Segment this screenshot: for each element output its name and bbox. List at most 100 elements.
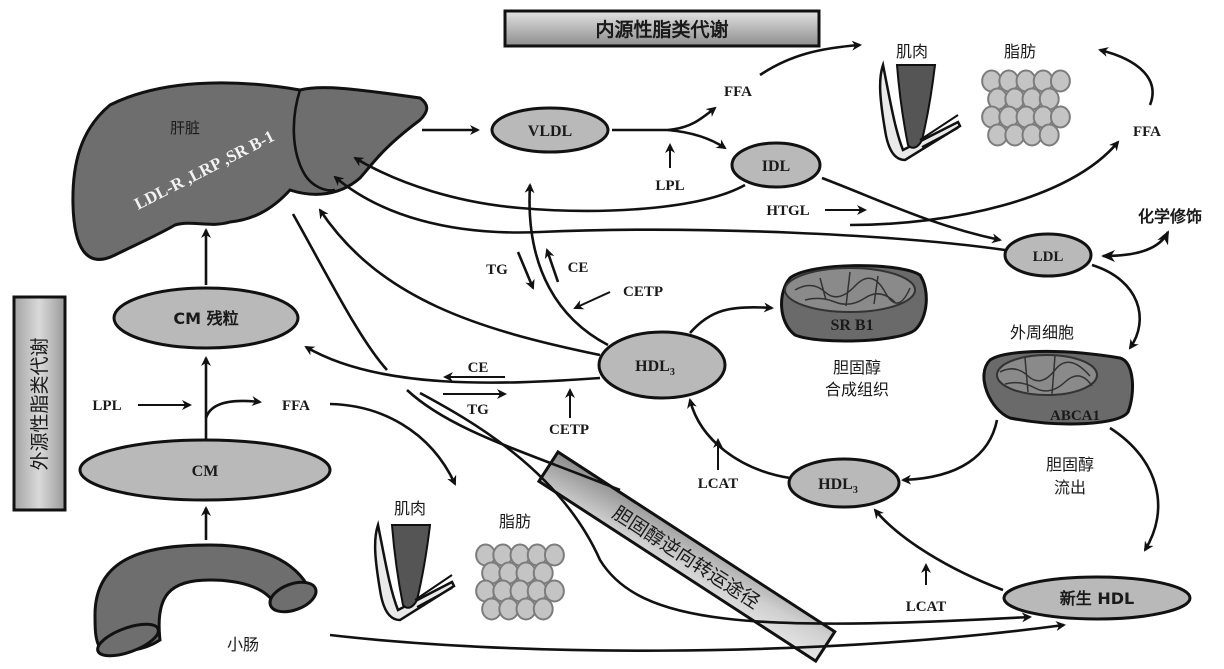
efflux-line1: 胆固醇 [1046, 455, 1094, 474]
cetp-bottom-label: CETP [549, 422, 589, 438]
arrow-idl-to-ldl [821, 176, 1002, 244]
pathway-arrows [138, 40, 1170, 652]
arrow-hdl3-lower-to-center [687, 398, 791, 480]
chemical-modification-label: 化学修饰 [1138, 207, 1202, 226]
fat-illustration-top: 脂肪 [981, 42, 1071, 147]
lcat-mid-label: LCAT [698, 476, 739, 492]
arrow-to-ffa-right [849, 140, 1120, 227]
liver-shape [71, 81, 429, 261]
muscle-illustration-bottom: 肌肉 [373, 499, 456, 622]
ldl-node: LDL [1003, 232, 1093, 278]
arrow-ffa-to-muscle-bottom [329, 402, 457, 486]
cetp-top-label: CETP [623, 284, 663, 300]
arrow-ce-up [544, 248, 560, 283]
small-intestine: 小肠 [93, 543, 318, 658]
liver: 肝脏 LDL-R ,LRP ,SR B-1 [71, 81, 429, 261]
small-intestine-label: 小肠 [227, 635, 259, 654]
fat-cell [1049, 105, 1071, 129]
ffa-right-label: FFA [1133, 124, 1161, 140]
vldl-node: VLDL [490, 106, 610, 154]
line-liver-down-1b [406, 389, 621, 492]
ce-horizontal-label: CE [468, 360, 489, 376]
cm-node: CM [78, 438, 332, 502]
sr-b1-caption-line1: 胆固醇 [833, 358, 881, 377]
hdl3-center-node: HDL3 [597, 330, 727, 400]
nascent-hdl-label: 新生 HDL [1060, 589, 1134, 608]
htgl-label: HTGL [766, 203, 809, 219]
endogenous-banner: 内源性脂类代谢 [503, 9, 821, 48]
fat-cell [481, 597, 503, 621]
liver-name: 肝脏 [170, 119, 200, 137]
tg-vertical-label: TG [486, 262, 508, 278]
idl-label: IDL [762, 158, 790, 175]
fat-cell [498, 597, 520, 621]
arrow-nascent-to-hdl3 [873, 508, 1004, 592]
vldl-label: VLDL [528, 123, 572, 140]
exogenous-banner: 外源性脂类代谢 [12, 295, 67, 512]
fat-cell [543, 579, 565, 603]
cm-remnant-label: CM 残粒 [173, 309, 238, 328]
hdl3-lower-node: HDL3 [787, 457, 901, 509]
efflux-line2: 流出 [1054, 478, 1086, 497]
ffa-left-label: FFA [282, 398, 310, 414]
arrow-hdl3-to-vldl [524, 183, 609, 347]
fat-cell [543, 543, 565, 567]
fat-cell [1049, 69, 1071, 93]
arrow-cm-to-ffa [204, 396, 262, 419]
line-liver-down-1 [291, 213, 388, 371]
arrow-cetp-top [573, 291, 611, 310]
muscle-top-label: 肌肉 [896, 42, 928, 61]
arrow-to-idl [667, 128, 727, 150]
fat-cell [515, 597, 537, 621]
fat-cell [532, 597, 554, 621]
muscle-bottom-label: 肌肉 [394, 499, 426, 518]
sr-b1-label: SR B1 [830, 317, 873, 334]
cm-remnant-node: CM 残粒 [112, 286, 300, 350]
arrow-efflux-to-nascent-hdl [1109, 426, 1160, 552]
nascent-hdl-node: 新生 HDL [1002, 575, 1192, 621]
endogenous-title: 内源性脂类代谢 [595, 18, 728, 41]
muscle-illustration-top: 肌肉 [878, 42, 962, 162]
abca1-cell: 外周细胞 ABCA1 胆固醇 流出 [982, 323, 1134, 497]
fat-cell [1038, 123, 1060, 147]
ffa-top-label: FFA [724, 84, 752, 100]
abca1-label: ABCA1 [1050, 408, 1100, 424]
sr-b1-caption-line2: 合成组织 [825, 380, 889, 399]
fat-cell [1004, 123, 1026, 147]
arrow-idl-to-liver [353, 156, 746, 213]
lcat-right-label: LCAT [906, 599, 947, 615]
fat-cell [1021, 123, 1043, 147]
idl-node: IDL [730, 141, 822, 189]
reverse-transport-title: 胆固醇逆向转运途径 [608, 502, 763, 614]
arrow-tg-down [516, 251, 535, 290]
cm-label: CM [192, 463, 219, 480]
arrow-to-ffa-top [667, 106, 717, 132]
arrow-ffa-to-fat-top [1098, 47, 1154, 106]
exogenous-title: 外源性脂类代谢 [29, 337, 51, 470]
sr-b1-cell: SR B1 胆固醇 合成组织 [780, 264, 928, 399]
fat-cell [987, 123, 1009, 147]
arrow-hdl3-to-srb1 [689, 302, 774, 334]
arrow-to-nascent-hdl-1 [419, 391, 1032, 625]
arrow-ldl-to-liver [333, 175, 1006, 252]
arrow-ffa-to-muscle-top [759, 40, 862, 77]
hdl3-lower-label: HDL3 [818, 476, 858, 496]
arrow-hdl3-to-liver [318, 208, 601, 357]
arrow-peripheral-to-hdl3 [901, 419, 999, 485]
lpl-left-label: LPL [92, 398, 121, 414]
fat-bottom-label: 脂肪 [499, 512, 531, 531]
arrow-ldl-to-peripheral [1091, 263, 1142, 350]
arrow-intestine-to-nascent-hdl [329, 621, 1066, 652]
pathway-labels: FFA FFA FFA LPL LPL HTGL TG CE CETP CE T… [92, 84, 1161, 615]
fat-illustration-bottom: 脂肪 [475, 512, 565, 621]
hdl3-center-label: HDL3 [635, 358, 675, 378]
liver-lobe-line [292, 89, 336, 192]
fat-top-label: 脂肪 [1004, 42, 1036, 61]
peripheral-cell-caption: 外周细胞 [1010, 323, 1074, 342]
ldl-label: LDL [1033, 249, 1064, 265]
tg-horizontal-label: TG [467, 402, 489, 418]
lpl-top-label: LPL [655, 178, 684, 194]
arrow-ldl-chemical-mod [1101, 230, 1170, 262]
ce-vertical-label: CE [568, 260, 589, 276]
